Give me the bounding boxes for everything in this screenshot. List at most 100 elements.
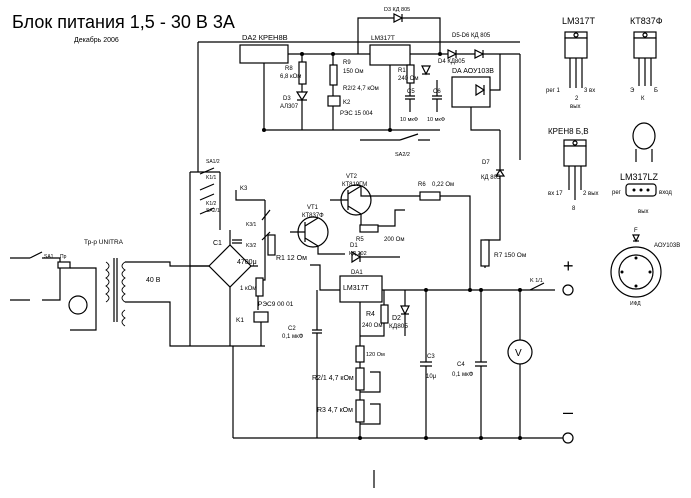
k2-relay-type: РЭС 15 004 <box>340 111 373 117</box>
r9-value: 150 Ом <box>343 69 363 75</box>
r1-top-label: R1 <box>398 68 406 74</box>
r6-value: 0,22 Ом <box>432 182 454 188</box>
k31-label: K3/1 <box>246 222 257 228</box>
pin-lm317lz-reg: рег <box>612 190 622 196</box>
fuse-label: Пр <box>60 254 67 260</box>
pin-kt837f-title: КТ837Ф <box>630 16 663 26</box>
c1-value: 4700μ <box>237 259 257 266</box>
pin-kren8-gnd: 8 <box>572 206 576 212</box>
res-relay-label: РЭС9 00 01 <box>258 301 294 308</box>
da1-type: LM317T <box>343 285 369 292</box>
pin-kt837f-e: Э <box>630 88 635 94</box>
k2-label: K2 <box>343 100 351 106</box>
d7-value: КД 805 <box>481 175 501 181</box>
k32-label: K3/2 <box>246 243 257 249</box>
res9-relay-coil <box>253 311 269 323</box>
lm317-top-label: LM317T <box>371 35 395 42</box>
k11-label: K1/1 <box>206 175 217 181</box>
pin-lm317lz-out: вых <box>638 209 649 215</box>
r4-label: R4 <box>366 311 375 318</box>
d1-diode <box>351 250 362 264</box>
r1-top-value: 240 Ом <box>398 76 418 82</box>
d1-label: D1 <box>350 243 358 249</box>
c5-value: 10 мкФ <box>400 117 418 123</box>
pin-lm317t-out: вых <box>570 104 581 110</box>
r4-resistor <box>380 304 389 324</box>
vt2-label: VT2 <box>346 174 358 180</box>
c6-label: C6 <box>433 89 441 95</box>
d5d6-label: D5-D6 КД 805 <box>452 33 491 39</box>
d3-top-label: D3 КД 805 <box>384 7 410 13</box>
pin-kren8-title: КРЕН8 Б,В <box>548 127 589 136</box>
c1-label: C1 <box>213 240 222 247</box>
k12-label: K1/2 <box>206 201 217 207</box>
r1k-label: 1 кОм <box>240 286 256 292</box>
voltmeter-label: V <box>515 348 522 359</box>
sa1-label: SA1 <box>44 254 54 260</box>
c3-value: 10μ <box>426 374 437 380</box>
lm317lz-package <box>632 122 656 150</box>
diagram-title: Блок питания 1,5 - 30 В 3А <box>12 12 235 32</box>
k2-relay-coil <box>327 95 341 107</box>
d2-label: D2 <box>392 315 401 322</box>
minus-sign: – <box>563 402 573 422</box>
r21-label: R2/1 4,7 кОм <box>312 375 354 382</box>
d6-diode <box>474 49 485 59</box>
pin-lm317t-title: LM317T <box>562 16 596 26</box>
sa12-label: SA1/2 <box>206 159 220 165</box>
c4-label: C4 <box>457 362 465 368</box>
r5-value: 200 Ом <box>384 237 404 243</box>
r3-potentiometer <box>355 399 365 423</box>
r120-label: 120 Ом <box>366 352 385 358</box>
pin-lm317lz-in: вход <box>659 190 672 196</box>
c6-value: 10 мкФ <box>427 117 445 123</box>
d3-led <box>295 91 309 102</box>
d2-value: КД805 <box>389 323 408 330</box>
pin-lm317t-pin3: 3 вх <box>584 88 595 94</box>
r9-resistor <box>329 64 338 86</box>
output-plus-terminal <box>562 284 574 296</box>
lm317-top-regulator <box>369 44 411 66</box>
da1-label: DA1 <box>351 270 363 276</box>
d4-label: D4 КД805 <box>438 59 466 65</box>
d2-diode <box>400 305 410 316</box>
d1-value: КД 202 <box>349 251 367 257</box>
pin-kren8-out: 2 вых <box>583 191 599 197</box>
k3-label: K3 <box>240 186 248 192</box>
sa22-label: SA2/2 <box>395 152 410 158</box>
c5-label: C5 <box>407 89 415 95</box>
pin-lm317lz-title: LM317LZ <box>620 172 659 182</box>
c2-label: C2 <box>288 326 296 332</box>
d3-top-diode <box>393 13 404 23</box>
sa21-label: SA2/1 <box>206 208 220 214</box>
fuse <box>57 261 71 269</box>
k1-label: K1 <box>236 317 244 324</box>
r8-label: R8 <box>285 66 293 72</box>
r1k-resistor <box>255 277 264 297</box>
r6-label: R6 <box>418 182 426 188</box>
pin-aou103-title: АОУ103В <box>654 243 680 249</box>
diagram-date: Декабрь 2006 <box>74 36 119 44</box>
da2-label: DA2 КРЕН8В <box>242 33 288 42</box>
bridge-rectifier <box>208 244 252 288</box>
da2-regulator <box>239 44 289 64</box>
r7-label: R7 150 Ом <box>494 252 527 259</box>
r1-label: R1 12 Ом <box>276 255 307 262</box>
d7-label: D7 <box>482 160 490 166</box>
r5-label: R5 <box>356 237 364 243</box>
r5-resistor <box>359 224 379 233</box>
r4-value: 240 Ом <box>362 323 382 329</box>
d5-diode <box>447 49 458 59</box>
vt1-label: VT1 <box>307 205 319 211</box>
pin-lm317t-reg: рег 1 <box>546 88 561 94</box>
r21-potentiometer <box>355 367 365 391</box>
k11b-label: K 1/1 <box>530 278 543 284</box>
pin-kt837f-b: Б <box>654 88 658 94</box>
c2-value: 0,1 мкФ <box>282 334 304 340</box>
vt1-type: КТ837Ф <box>302 213 324 219</box>
r8-value: 6,8 кОм <box>280 74 301 80</box>
r3-label: R3 4,7 кОм <box>317 407 353 414</box>
da-aou-label: DA АОУ103В <box>452 68 494 75</box>
pin-kren8-in: вх 17 <box>548 191 563 197</box>
